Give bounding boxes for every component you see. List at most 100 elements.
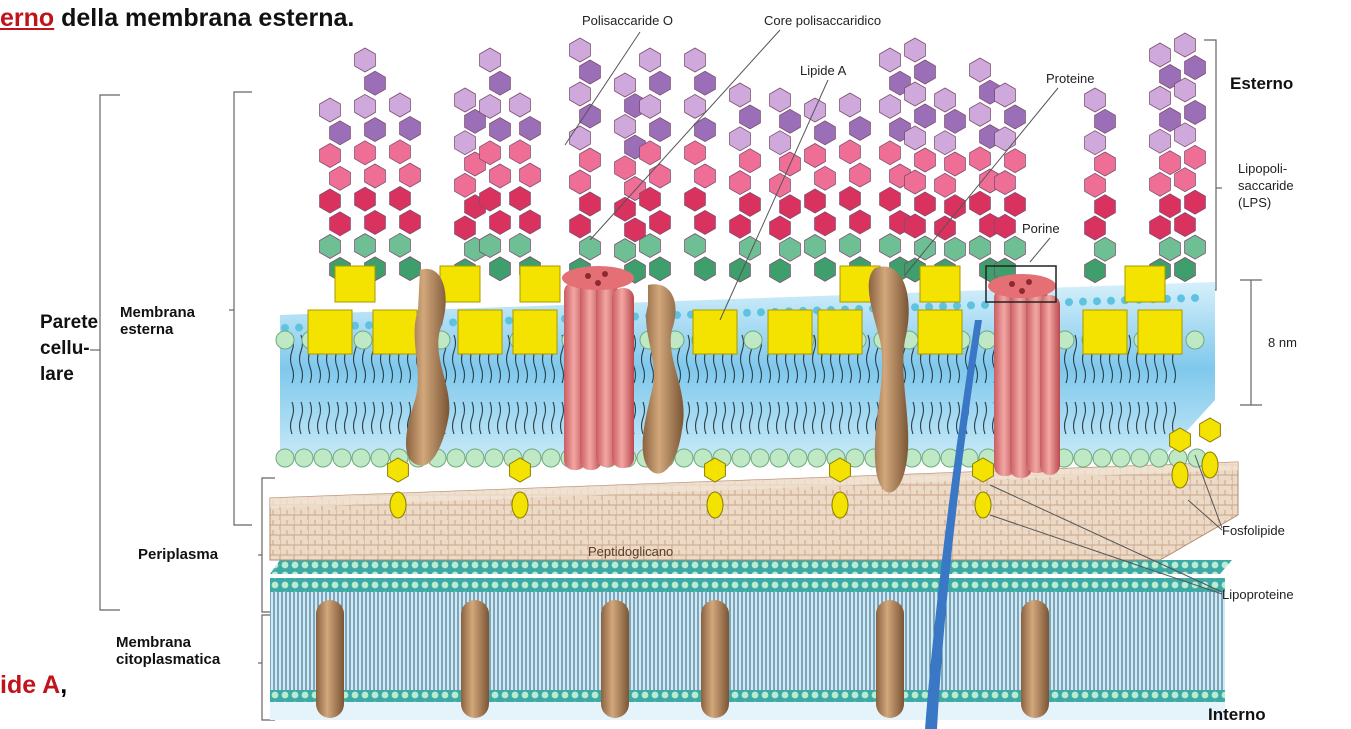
label-parete-line1: Parete: [40, 310, 98, 336]
lipid-a-block: [1083, 310, 1127, 354]
sugar-hexagon: [1085, 131, 1106, 155]
sugar-hexagon: [880, 48, 901, 72]
lps-bead: [1177, 294, 1185, 302]
porin-left: [562, 266, 634, 470]
phospholipid-head: [466, 449, 484, 467]
integral-protein: [601, 600, 629, 718]
sugar-hexagon: [915, 148, 936, 172]
label-membrana-cito-line1: Membrana: [116, 634, 220, 651]
phospholipid-head: [485, 449, 503, 467]
sugar-hexagon: [1005, 236, 1026, 260]
phospholipid-head: [744, 331, 762, 349]
sugar-hexagon: [455, 131, 476, 155]
sugar-hexagon: [400, 163, 421, 187]
lipid-a-block: [918, 310, 962, 354]
sugar-hexagon: [510, 233, 531, 257]
sugar-hexagon: [400, 116, 421, 140]
sugar-hexagon: [320, 144, 341, 168]
sugar-hexagon: [970, 58, 991, 82]
lps-bead: [1191, 294, 1199, 302]
lps-bead: [1079, 298, 1087, 306]
sugar-hexagon: [1150, 43, 1171, 67]
lps-bead: [365, 321, 373, 329]
sugar-hexagon: [1175, 33, 1196, 57]
phospholipid-head: [1112, 449, 1130, 467]
lipid-a-block: [520, 266, 560, 302]
sugar-hexagon: [770, 259, 791, 283]
sugar-hexagon: [490, 257, 511, 281]
sugar-hexagon: [1185, 56, 1206, 80]
sugar-hexagon: [650, 257, 671, 281]
sugar-hexagon: [915, 236, 936, 260]
sugar-hexagon: [1005, 105, 1026, 129]
sugar-hexagon: [695, 71, 716, 95]
lps-bead: [967, 301, 975, 309]
lps-bead: [1107, 297, 1115, 305]
sugar-hexagon: [455, 88, 476, 112]
sugar-hexagon: [840, 93, 861, 117]
sugar-hexagon: [685, 48, 706, 72]
label-membrana-esterna-line2: esterna: [120, 321, 195, 338]
sugar-hexagon: [945, 109, 966, 133]
sugar-hexagon: [730, 127, 751, 151]
sugar-hexagon: [330, 166, 351, 190]
lps-bead: [505, 317, 513, 325]
label-8nm: 8 nm: [1268, 334, 1297, 351]
sugar-hexagon: [580, 148, 601, 172]
sugar-hexagon: [935, 88, 956, 112]
sugar-hexagon: [520, 163, 541, 187]
sugar-hexagon: [850, 116, 871, 140]
lps-bead: [449, 318, 457, 326]
sugar-hexagon: [400, 210, 421, 234]
label-lps: Lipopoli- saccaride (LPS): [1238, 160, 1294, 211]
sugar-hexagon: [815, 257, 836, 281]
sugar-hexagon: [1185, 190, 1206, 214]
lps-chain: [320, 98, 351, 281]
sugar-hexagon: [520, 210, 541, 234]
sugar-hexagon: [390, 233, 411, 257]
sugar-hexagon: [1005, 149, 1026, 173]
sugar-hexagon: [490, 71, 511, 95]
sugar-hexagon: [390, 187, 411, 211]
lps-bead: [743, 309, 751, 317]
phospholipid-head: [1074, 449, 1092, 467]
bottom-note-red: ide A: [0, 671, 60, 699]
sugar-hexagon: [570, 170, 591, 194]
phospholipid-head: [751, 449, 769, 467]
sugar-hexagon: [1185, 100, 1206, 124]
lps-bead: [1093, 297, 1101, 305]
sugar-hexagon: [780, 237, 801, 261]
sugar-hexagon: [1150, 129, 1171, 153]
sugar-hexagon: [1095, 195, 1116, 219]
sugar-hexagon: [455, 173, 476, 197]
sugar-hexagon: [490, 210, 511, 234]
sugar-hexagon: [365, 118, 386, 142]
phospholipid-head: [314, 449, 332, 467]
label-polisaccaride-o: Polisaccaride O: [582, 12, 673, 29]
sugar-hexagon: [1150, 215, 1171, 239]
lipid-a-block: [818, 310, 862, 354]
phospholipid-head: [354, 331, 372, 349]
sugar-hexagon: [805, 235, 826, 259]
porin-right: [986, 266, 1060, 478]
lps-chain: [995, 83, 1026, 282]
sugar-hexagon: [400, 257, 421, 281]
sugar-hexagon: [935, 131, 956, 155]
sugar-hexagon: [580, 192, 601, 216]
lps-chain: [730, 83, 761, 282]
sugar-hexagon: [815, 166, 836, 190]
sugar-hexagon: [570, 38, 591, 62]
sugar-hexagon: [580, 60, 601, 84]
label-parete-line2: cellu-: [40, 336, 98, 362]
phospholipid-head: [1150, 449, 1168, 467]
peptidoglycan-layer: [270, 462, 1238, 560]
lipoprotein-anchor: [832, 492, 848, 518]
label-lps-line1: Lipopoli-: [1238, 160, 1294, 177]
lipid-a-block: [308, 310, 352, 354]
sugar-hexagon: [510, 140, 531, 164]
sugar-hexagon: [685, 94, 706, 118]
sugar-hexagon: [1175, 168, 1196, 192]
phospholipid-head: [276, 331, 294, 349]
sugar-hexagon: [970, 147, 991, 171]
